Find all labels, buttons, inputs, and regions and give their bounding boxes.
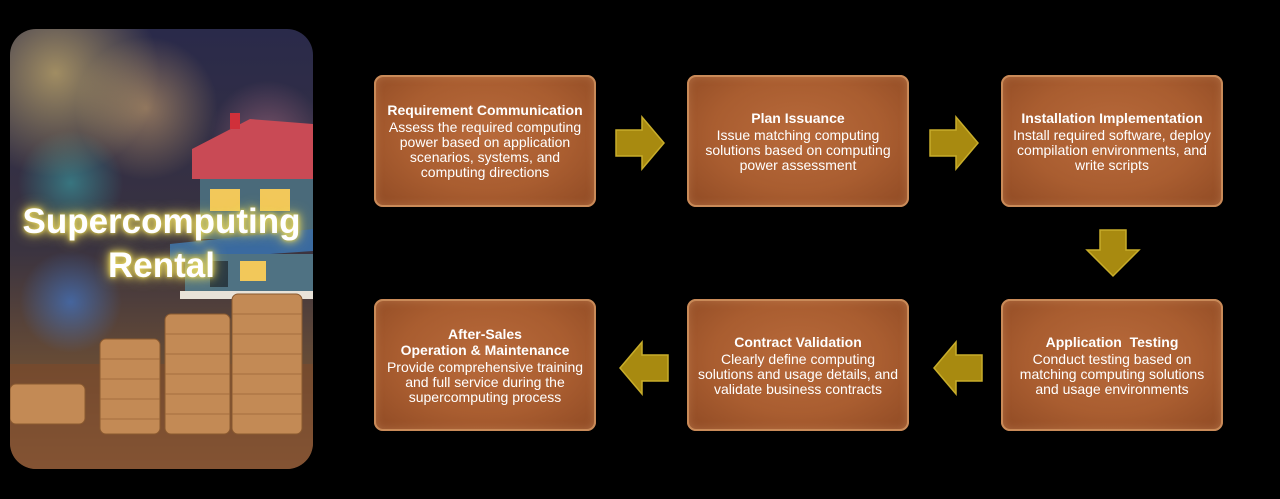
hero-title-line-2: Rental bbox=[108, 246, 215, 285]
step-installation-implementation: Installation Implementation Install requ… bbox=[1001, 75, 1223, 207]
step-title: Requirement Communication bbox=[387, 102, 583, 118]
step-title: After-Sales Operation & Maintenance bbox=[400, 325, 570, 358]
hero-title-line-1: Supercomputing bbox=[22, 202, 301, 241]
step-title: Contract Validation bbox=[734, 333, 862, 350]
step-description: Assess the required computing power base… bbox=[388, 119, 582, 180]
step-description: Install required software, deploy compil… bbox=[1013, 126, 1211, 173]
step-description: Provide comprehensive training and full … bbox=[386, 358, 584, 405]
arrow-left-icon bbox=[619, 340, 669, 396]
arrow-right-icon bbox=[929, 115, 979, 171]
coin-stacks-icon bbox=[10, 293, 303, 435]
arrow-down-icon bbox=[1085, 229, 1141, 278]
step-contract-validation: Contract Validation Clearly define compu… bbox=[687, 299, 909, 431]
house-icon bbox=[170, 113, 313, 299]
step-application-testing: Application Testing Conduct testing base… bbox=[1001, 299, 1223, 431]
hero-title: Supercomputing Rental bbox=[10, 200, 313, 288]
step-description: Issue matching computing solutions based… bbox=[705, 126, 891, 173]
step-after-sales-operation-maintenance: After-Sales Operation & Maintenance Prov… bbox=[374, 299, 596, 431]
step-title: Installation Implementation bbox=[1021, 109, 1203, 126]
step-requirement-communication: Requirement Communication Assess the req… bbox=[374, 75, 596, 207]
hero-image: Supercomputing Rental bbox=[10, 29, 313, 469]
house-on-coins-illustration bbox=[10, 113, 313, 469]
arrow-right-icon bbox=[615, 115, 665, 171]
step-title: Application Testing bbox=[1045, 333, 1179, 350]
step-plan-issuance: Plan Issuance Issue matching computing s… bbox=[687, 75, 909, 207]
step-description: Conduct testing based on matching comput… bbox=[1019, 350, 1205, 397]
step-title: Plan Issuance bbox=[751, 109, 845, 126]
arrow-left-icon bbox=[933, 340, 983, 396]
step-description: Clearly define computing solutions and u… bbox=[697, 350, 899, 397]
